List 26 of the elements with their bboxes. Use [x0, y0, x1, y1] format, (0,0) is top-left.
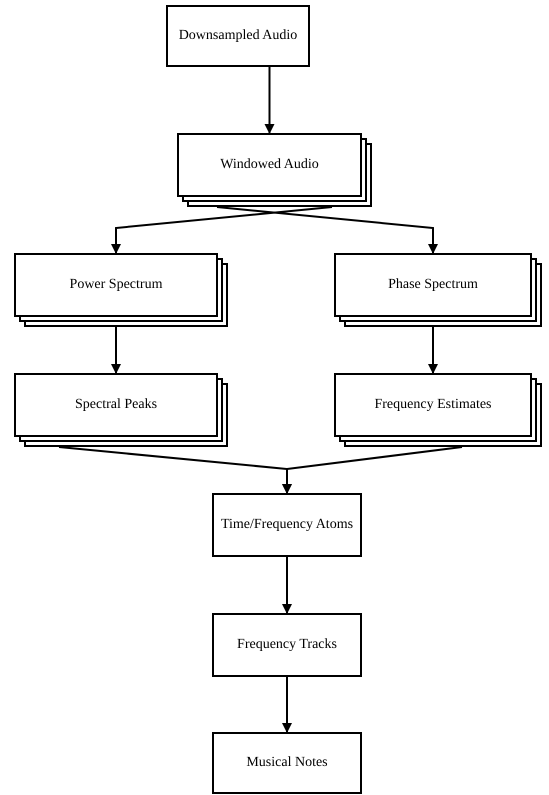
stacked-process-box: [334, 253, 542, 327]
box-label: Phase Spectrum: [388, 277, 478, 293]
arrow: [264, 67, 274, 134]
box-label: Time/Frequency Atoms: [220, 517, 354, 533]
box-label: Downsampled Audio: [178, 28, 298, 44]
box-label: Windowed Audio: [220, 157, 319, 173]
arrow: [111, 327, 121, 374]
arrow: [282, 677, 292, 733]
stacked-process-box: [334, 373, 542, 447]
box-label: Power Spectrum: [70, 277, 162, 293]
process-box: [166, 5, 310, 67]
box-label: Frequency Estimates: [374, 397, 492, 413]
stacked-process-box: [177, 133, 372, 207]
process-box: [212, 613, 362, 677]
arrow: [282, 446, 462, 494]
arrow: [282, 557, 292, 614]
process-box: [212, 732, 362, 794]
process-box: [212, 493, 362, 557]
arrow: [428, 327, 438, 374]
stacked-process-box: [14, 373, 228, 447]
box-label: Frequency Tracks: [237, 637, 337, 653]
arrow: [111, 206, 332, 254]
box-label: Spectral Peaks: [74, 397, 158, 413]
arrow: [216, 206, 438, 254]
stacked-process-box: [14, 253, 228, 327]
box-label: Musical Notes: [246, 755, 328, 771]
